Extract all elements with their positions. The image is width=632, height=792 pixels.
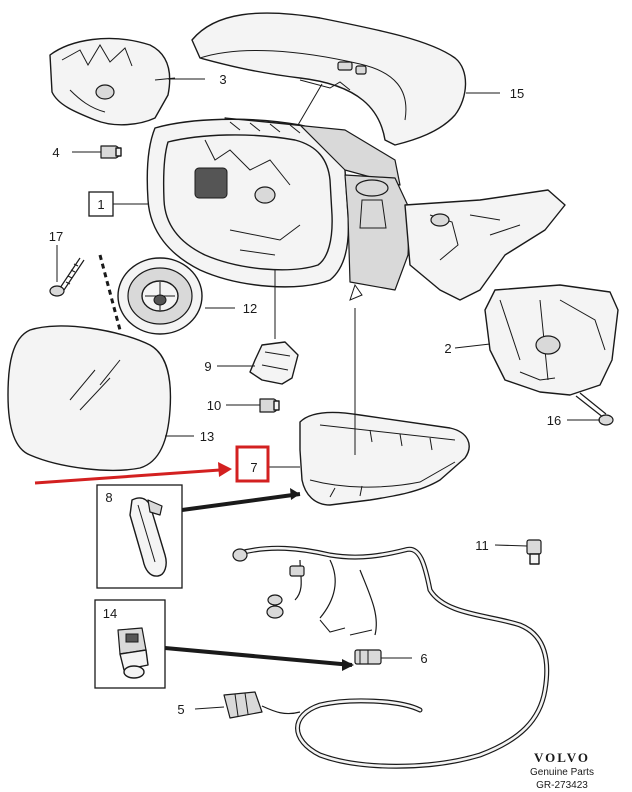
part-14-box: [94, 599, 166, 689]
part-9-lamp-lens[interactable]: [249, 341, 299, 385]
callout-16[interactable]: 16: [547, 413, 561, 428]
part-11-connector[interactable]: [526, 539, 542, 565]
highlight-box-part-7: [235, 445, 270, 483]
part-2-mounting-bracket[interactable]: [404, 189, 619, 396]
part-8-box: [96, 484, 183, 589]
part-4-bulb[interactable]: [100, 145, 122, 159]
callout-8[interactable]: 8: [105, 490, 112, 505]
part-10-bulb[interactable]: [259, 398, 280, 413]
part-15-mirror-cover[interactable]: [191, 12, 467, 146]
callout-1[interactable]: 1: [97, 197, 104, 212]
callout-15[interactable]: 15: [510, 86, 524, 101]
callout-2[interactable]: 2: [444, 341, 451, 356]
brand-caption: Genuine Parts: [530, 767, 594, 778]
figure-code: GR-273423: [536, 780, 588, 791]
part-5-connector[interactable]: [223, 691, 301, 719]
part-1-mirror-housing[interactable]: [146, 117, 411, 301]
part-14-connector[interactable]: [117, 627, 149, 679]
callout-3[interactable]: 3: [219, 72, 226, 87]
wiring-harness[interactable]: [232, 545, 550, 769]
callout-12[interactable]: 12: [243, 301, 257, 316]
assembly-axis-dashed-line: [98, 254, 122, 331]
callout-10[interactable]: 10: [207, 398, 221, 413]
arrow-part-14: [164, 646, 353, 667]
callout-13[interactable]: 13: [200, 429, 214, 444]
part-17-screw[interactable]: [49, 257, 85, 297]
highlight-arrow: [34, 468, 221, 485]
callout-17[interactable]: 17: [49, 229, 63, 244]
part-8-trim-strip[interactable]: [129, 497, 167, 577]
callout-5[interactable]: 5: [177, 702, 184, 717]
part-3-housing-bracket[interactable]: [49, 37, 176, 126]
part-1-label-box: [88, 191, 114, 217]
arrow-part-8: [181, 492, 301, 512]
part-7-lower-cover[interactable]: [299, 411, 470, 506]
callout-4[interactable]: 4: [52, 145, 59, 160]
part-16-screw[interactable]: [575, 392, 614, 426]
part-6-connector[interactable]: [354, 649, 382, 665]
callout-7[interactable]: 7: [250, 460, 257, 475]
callout-11[interactable]: 11: [475, 538, 489, 553]
part-12-adjustment-motor[interactable]: [117, 257, 203, 335]
volvo-logo: VOLVO: [534, 750, 590, 765]
callout-14[interactable]: 14: [103, 606, 117, 621]
highlight-arrow-head: [218, 462, 232, 477]
callout-6[interactable]: 6: [420, 651, 427, 666]
part-13-mirror-glass[interactable]: [7, 325, 172, 472]
leader-lines: [56, 78, 600, 710]
callout-9[interactable]: 9: [204, 359, 211, 374]
